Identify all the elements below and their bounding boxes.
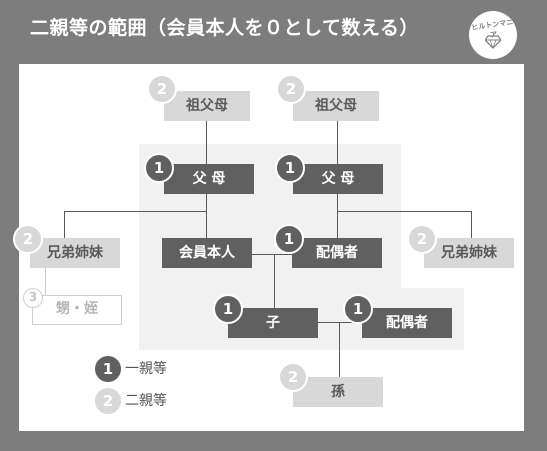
degree-badge: 2: [407, 224, 437, 254]
degree-badge: 2: [147, 74, 177, 104]
degree-badge: 1: [213, 294, 243, 324]
grandparents-right-box: 祖父母: [293, 91, 379, 121]
degree-badge: 2: [276, 74, 306, 104]
grandchild-box: 孫: [293, 377, 383, 407]
connector-to-child: [274, 254, 275, 308]
connector-right-sibling-drop: [471, 211, 472, 238]
connector-right-grandparents: [337, 120, 338, 164]
degree-badge: 1: [275, 153, 305, 183]
connector-left-siblings-bar: [64, 211, 207, 212]
connector-left-grandparents: [206, 120, 207, 164]
degree-badge: 1: [343, 294, 373, 324]
spouse-box: 配偶者: [292, 238, 382, 268]
page-title: 二親等の範囲（会員本人を０として数える）: [30, 17, 419, 39]
legend-badge-second: 2: [93, 386, 123, 416]
degree-badge: 2: [13, 224, 43, 254]
legend-badge-first: 1: [93, 354, 123, 384]
diamond-icon: [485, 35, 501, 49]
grandparents-left-box: 祖父母: [164, 91, 250, 121]
degree-badge: 1: [144, 153, 174, 183]
nephew-niece-box: 甥・姪: [32, 295, 122, 325]
connector-nephew: [45, 268, 46, 296]
degree-badge: 1: [274, 224, 304, 254]
brand-logo: ヒルトンマニア: [469, 11, 517, 59]
parents-right-box: 父 母: [293, 164, 383, 194]
diagram-panel: 祖父母 2 祖父母 2 父 母 1 父 母 1 兄弟姉妹 2 兄弟姉妹 2 会員…: [13, 64, 524, 431]
legend-label-second: 二親等: [125, 393, 167, 409]
connector-to-grandchild: [339, 322, 340, 378]
degree-badge: 2: [278, 362, 308, 392]
siblings-left-box: 兄弟姉妹: [30, 238, 120, 268]
child-spouse-box: 配偶者: [362, 308, 452, 338]
siblings-right-box: 兄弟姉妹: [424, 238, 514, 268]
child-box: 子: [228, 308, 318, 338]
connector-child-marriage: [318, 322, 362, 323]
connector-right-siblings-bar: [337, 211, 471, 212]
legend-label-first: 一親等: [125, 361, 167, 377]
connector-marriage: [252, 254, 292, 255]
self-box: 会員本人: [162, 238, 252, 268]
connector-right-parents: [337, 194, 338, 238]
connector-left-parents: [206, 194, 207, 238]
degree-badge: 3: [23, 288, 43, 308]
parents-left-box: 父 母: [164, 164, 254, 194]
connector-left-sibling-drop: [64, 211, 65, 238]
